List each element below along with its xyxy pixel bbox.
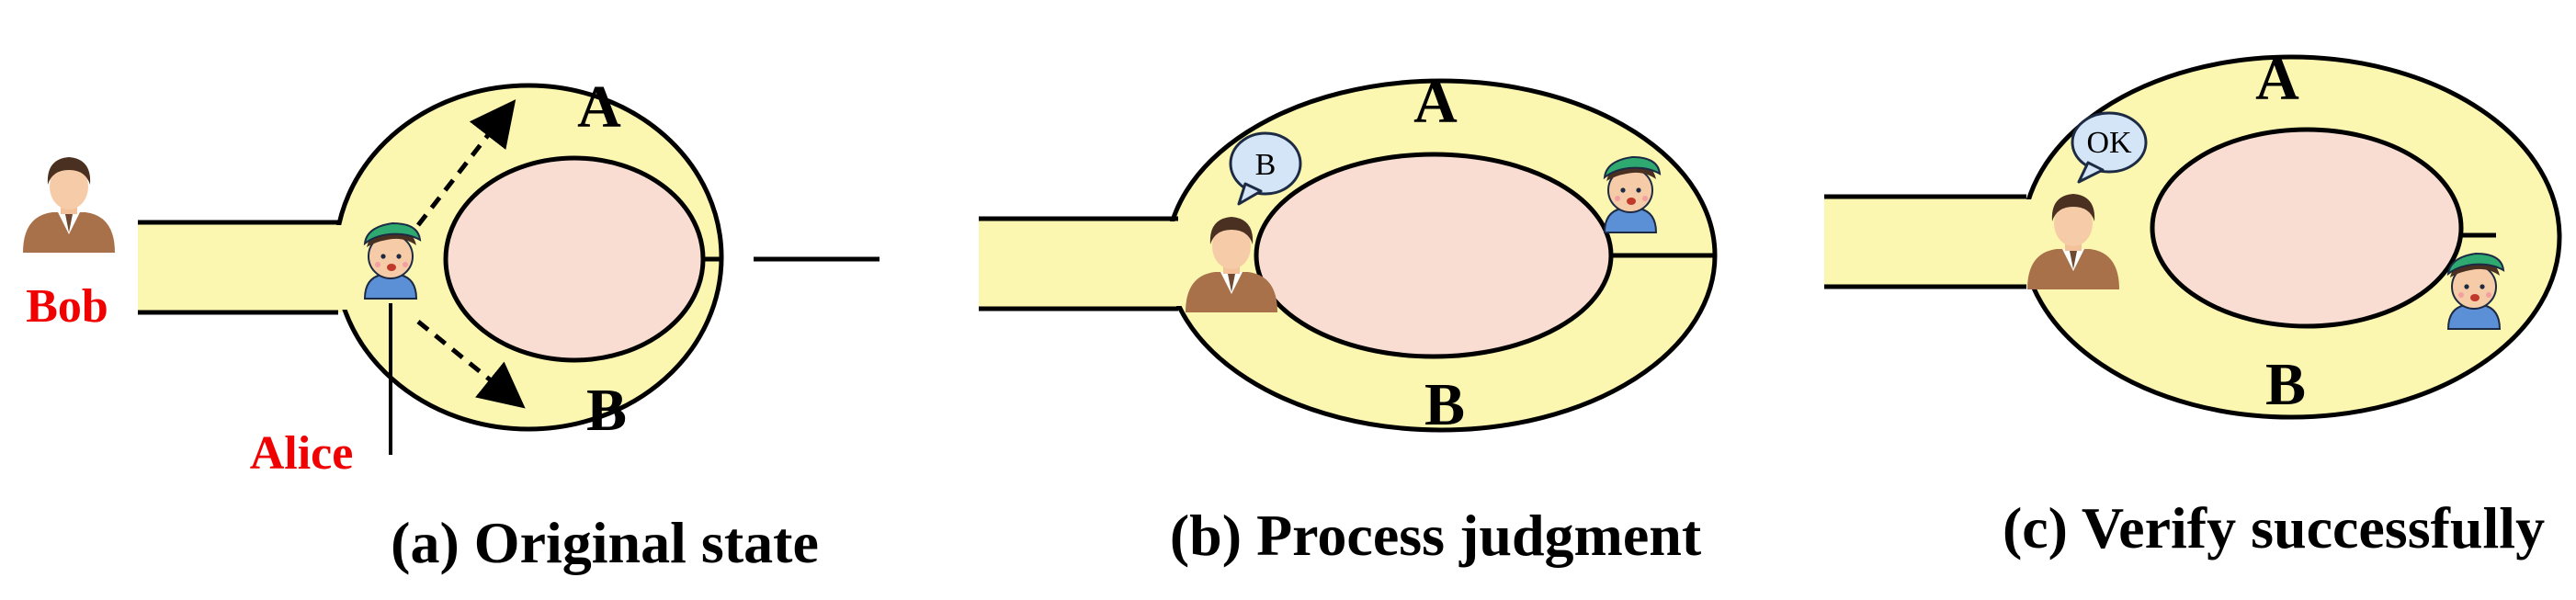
alice-icon bbox=[364, 222, 421, 300]
speech-bubble: OK bbox=[2071, 111, 2148, 184]
label-b: B bbox=[2265, 351, 2306, 418]
cave-core bbox=[2150, 127, 2464, 329]
panel-b: B A B (b) Process judgment bbox=[979, 69, 1718, 568]
bob-icon bbox=[23, 157, 115, 253]
label-a: A bbox=[2255, 46, 2299, 113]
alice-icon bbox=[2447, 253, 2504, 330]
alice-label: Alice bbox=[250, 427, 354, 480]
panel-a: Bob Alice A B (a) Original state bbox=[23, 74, 879, 575]
entrance-corridor bbox=[138, 222, 349, 312]
speech-bubble: B bbox=[1229, 131, 1302, 206]
bubble-text: OK bbox=[2086, 126, 2132, 160]
caption-c: (c) Verify successfully bbox=[2003, 495, 2545, 560]
cave-core bbox=[1254, 152, 1614, 359]
label-b: B bbox=[586, 377, 627, 444]
caption-b: (b) Process judgment bbox=[1170, 503, 1702, 568]
cave-core bbox=[443, 155, 706, 363]
label-a: A bbox=[1413, 69, 1458, 136]
bob-label: Bob bbox=[26, 280, 108, 333]
entrance-corridor bbox=[979, 219, 1190, 309]
bubble-text: B bbox=[1255, 148, 1277, 182]
caption-a: (a) Original state bbox=[391, 510, 819, 575]
panel-c: OK A B (c) Verify successfully bbox=[1824, 46, 2562, 560]
alice-icon bbox=[1604, 156, 1661, 233]
arrow-to-a bbox=[416, 99, 516, 227]
label-b: B bbox=[1424, 371, 1465, 438]
label-a: A bbox=[577, 74, 621, 141]
entrance-corridor bbox=[1824, 197, 2036, 287]
